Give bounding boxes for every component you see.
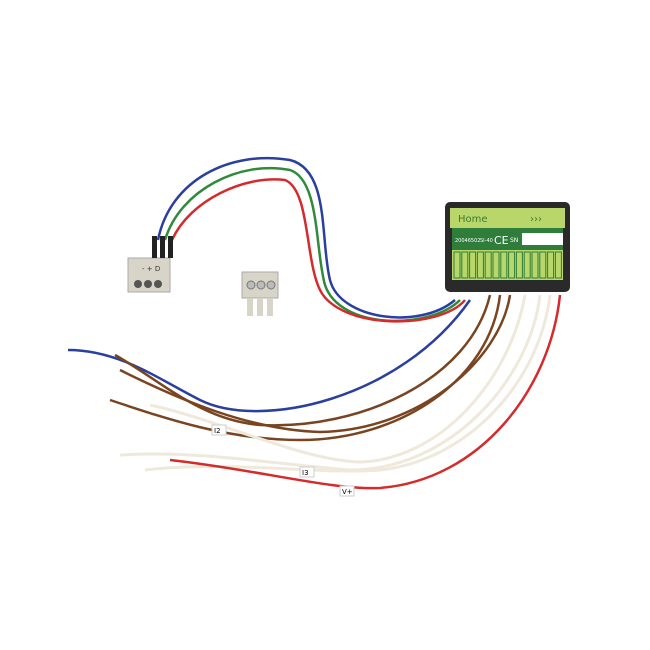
loose-wires [67, 294, 562, 490]
terminal-label [531, 251, 539, 279]
wire-tags: I2 I3 V+ [211, 424, 355, 497]
terminal-label [547, 251, 555, 279]
wire-tag: I3 [302, 469, 309, 477]
terminal-label [554, 251, 562, 279]
three-pin-connector: - + D [127, 236, 173, 293]
connector-pin-labels: - + D [142, 265, 160, 273]
terminal-label [484, 251, 492, 279]
terminal-label [539, 251, 547, 279]
terminal-label [461, 251, 469, 279]
terminal-label [476, 251, 484, 279]
brand-label: Home [458, 214, 488, 225]
terminal-label [515, 251, 523, 279]
model-label: SI-40 [480, 238, 493, 244]
module: Home ››› 20046502 SI-40 CE SN [445, 202, 570, 292]
rgb-cable [156, 156, 466, 323]
terminal-label [492, 251, 500, 279]
part-number: 20046502 [455, 238, 480, 244]
terminal-label [523, 251, 531, 279]
signal-icon: ››› [530, 214, 542, 225]
spare-terminal-block [241, 271, 279, 316]
serial-label: SN [510, 237, 518, 244]
terminal-label [469, 251, 477, 279]
terminal-label [500, 251, 508, 279]
ce-mark: CE [494, 234, 509, 247]
terminal-label [508, 251, 516, 279]
terminal-label [453, 251, 461, 279]
wire-tag: V+ [342, 488, 353, 496]
wire-tag: I2 [214, 427, 221, 435]
